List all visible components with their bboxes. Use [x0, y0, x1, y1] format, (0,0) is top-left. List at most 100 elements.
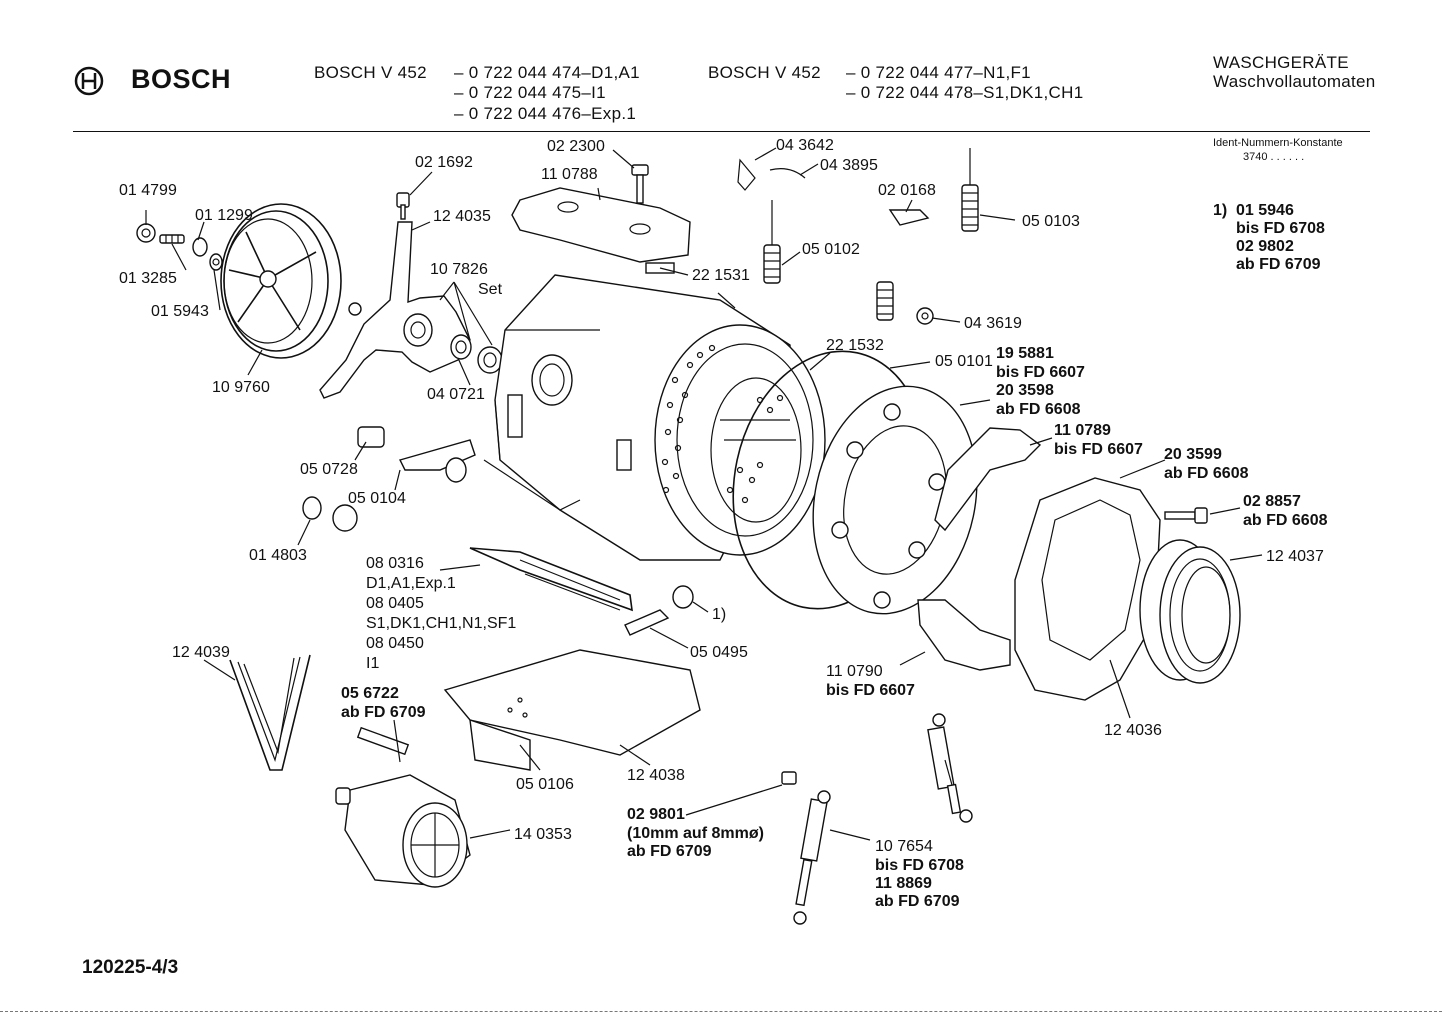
counterweight-upper — [934, 427, 1042, 532]
left-model: BOSCH V 452 — [314, 63, 427, 82]
door-bellows — [1139, 539, 1241, 684]
footnote-line-3: 02 9802 — [1236, 238, 1294, 255]
label-221531: 22 1531 — [692, 267, 750, 284]
washer-015943 — [209, 253, 223, 271]
counterweight-top — [511, 187, 691, 274]
label-029801-note: (10mm auf 8mmø) — [627, 825, 764, 842]
base-plate — [443, 649, 701, 771]
label-107654-range: bis FD 6708 — [875, 857, 964, 874]
label-080405-variants: S1,DK1,CH1,N1,SF1 — [366, 615, 517, 632]
label-080316-variants: D1,A1,Exp.1 — [366, 575, 456, 592]
label-050104: 05 0104 — [348, 490, 406, 507]
front-tub-ring — [812, 385, 978, 615]
label-050495: 05 0495 — [690, 644, 748, 661]
clip-043642 — [737, 158, 756, 191]
label-043642: 04 3642 — [776, 137, 834, 154]
spring-050103 — [961, 148, 979, 232]
label-110790-range: bis FD 6607 — [826, 682, 915, 699]
label-043895: 04 3895 — [820, 157, 878, 174]
label-110788: 11 0788 — [541, 166, 598, 183]
motor — [335, 774, 471, 888]
label-080450-variants: I1 — [366, 655, 380, 672]
label-013285: 01 3285 — [119, 270, 177, 287]
label-014799: 01 4799 — [119, 182, 177, 199]
label-014803: 01 4803 — [249, 547, 307, 564]
leader-lines — [145, 147, 1263, 841]
label-110789: 11 0789 — [1054, 422, 1111, 439]
label-124035: 12 4035 — [433, 208, 491, 225]
label-221532: 22 1532 — [826, 337, 884, 354]
label-050103: 05 0103 — [1022, 213, 1080, 230]
label-footnote-ref: 1) — [712, 606, 727, 623]
bosch-logo-icon — [74, 66, 104, 96]
screw-028857 — [1164, 507, 1208, 524]
heater-element — [469, 547, 633, 612]
bolt-013285 — [159, 234, 185, 244]
category-subtitle: Waschvollautomaten — [1213, 72, 1376, 91]
brand-name: BOSCH — [131, 64, 232, 94]
label-020168: 02 0168 — [878, 182, 936, 199]
label-043619: 04 3619 — [964, 315, 1022, 332]
label-107826: 10 7826 — [430, 261, 488, 278]
left-number-1: – 0 722 044 474–D1,A1 — [454, 63, 640, 82]
spring-050102 — [763, 200, 781, 284]
clip-043895 — [769, 168, 806, 179]
label-110790: 11 0790 — [826, 663, 883, 680]
label-080316: 08 0316 — [366, 555, 424, 572]
label-056722: 05 6722 — [341, 685, 399, 702]
label-028857: 02 8857 — [1243, 493, 1301, 510]
front-frame — [1014, 477, 1161, 701]
label-195881: 19 5881 — [996, 345, 1054, 362]
label-124037: 12 4037 — [1266, 548, 1324, 565]
label-124039: 12 4039 — [172, 644, 230, 661]
label-028857-range: ab FD 6608 — [1243, 512, 1328, 529]
label-050101: 05 0101 — [935, 353, 993, 370]
shock-absorber-left — [793, 790, 831, 925]
ident-value: 3740 . . . . . . — [1243, 151, 1305, 163]
label-080450: 08 0450 — [366, 635, 424, 652]
bearing-bracket — [319, 192, 471, 399]
washer-011299 — [192, 237, 208, 257]
brush-056722 — [356, 726, 410, 756]
label-107654: 10 7654 — [875, 838, 933, 855]
ident-label: Ident-Nummern-Konstante — [1213, 137, 1343, 149]
label-140353: 14 0353 — [514, 826, 572, 843]
footnote-line-2: bis FD 6708 — [1236, 220, 1325, 237]
part-050104 — [398, 439, 476, 483]
drive-belt — [229, 654, 311, 771]
right-model: BOSCH V 452 — [708, 63, 821, 82]
label-029801-range: ab FD 6709 — [627, 843, 712, 860]
label-011299: 01 1299 — [195, 207, 253, 224]
category-title: WASCHGERÄTE — [1213, 53, 1349, 72]
label-056722-range: ab FD 6709 — [341, 704, 426, 721]
bush-029801 — [781, 771, 797, 785]
label-203599-range: ab FD 6608 — [1164, 465, 1249, 482]
counterweight-lower — [917, 599, 1011, 671]
left-number-3: – 0 722 044 476–Exp.1 — [454, 104, 637, 123]
nut-043619 — [916, 307, 934, 325]
label-015943: 01 5943 — [151, 303, 209, 320]
label-203598-range: ab FD 6608 — [996, 401, 1081, 418]
label-029801: 02 9801 — [627, 806, 685, 823]
label-124036: 12 4036 — [1104, 722, 1162, 739]
shock-absorber-right — [927, 713, 973, 823]
label-110789-range: bis FD 6607 — [1054, 441, 1143, 458]
screw-022300 — [631, 164, 649, 204]
label-195881-range: bis FD 6607 — [996, 364, 1085, 381]
label-021692: 02 1692 — [415, 154, 473, 171]
label-107826-set: Set — [478, 281, 503, 298]
spring-050101 — [876, 281, 894, 321]
label-124038: 12 4038 — [627, 767, 685, 784]
footnote-marker: 1) — [1213, 202, 1228, 219]
label-022300: 02 2300 — [547, 138, 605, 155]
part-050495 — [624, 585, 694, 636]
header-rule — [73, 131, 1370, 132]
label-109760: 10 9760 — [212, 379, 270, 396]
label-203598: 20 3598 — [996, 382, 1054, 399]
label-080405: 08 0405 — [366, 595, 424, 612]
label-118869: 11 8869 — [875, 875, 932, 892]
outer-tub — [483, 274, 826, 561]
footnote-line-1: 01 5946 — [1236, 202, 1294, 219]
right-number-2: – 0 722 044 478–S1,DK1,CH1 — [846, 83, 1084, 102]
